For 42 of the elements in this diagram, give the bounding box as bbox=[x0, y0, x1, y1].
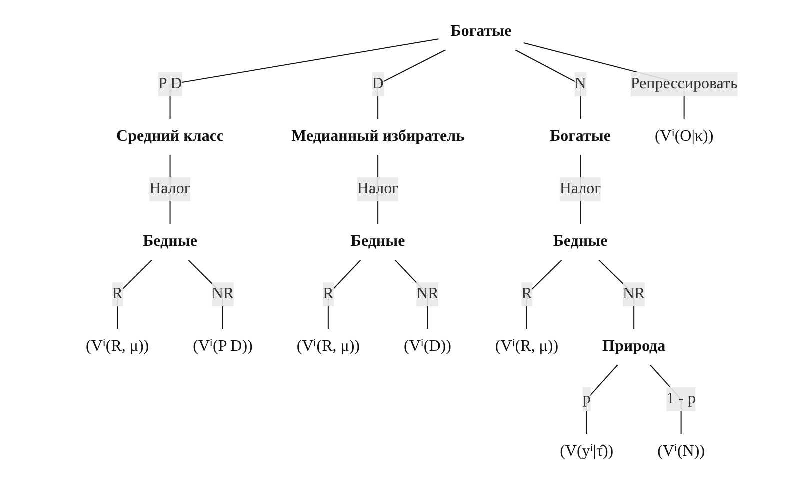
node-text: (Vⁱ(R, μ)) bbox=[495, 338, 558, 354]
edge-label: NR bbox=[622, 285, 645, 302]
connector bbox=[586, 364, 618, 434]
node-text: (Vⁱ(P D)) bbox=[192, 338, 252, 354]
node-text: (Vⁱ(R, μ)) bbox=[86, 338, 149, 354]
node-text: Бедные bbox=[552, 232, 608, 250]
edge-label: Налог bbox=[559, 180, 601, 197]
node-text: Богатые bbox=[550, 128, 611, 144]
edge-label: Налог bbox=[149, 180, 191, 197]
edge-label: NR bbox=[211, 285, 234, 302]
connector bbox=[598, 259, 634, 329]
node-text: (Vⁱ(R, μ)) bbox=[296, 338, 360, 354]
node-text: Средний класс bbox=[116, 128, 224, 144]
node-text: Бедные bbox=[142, 232, 198, 250]
edge-label: D bbox=[372, 75, 384, 92]
edge-label: Налог bbox=[356, 180, 398, 197]
node-text: (V(yⁱ|τ̂)) bbox=[560, 442, 614, 460]
edge-label: P D bbox=[158, 75, 182, 92]
node-text: (Vⁱ(O|κ)) bbox=[654, 128, 714, 144]
edge-label: p bbox=[582, 390, 590, 407]
connector bbox=[187, 259, 224, 329]
connector bbox=[328, 259, 362, 329]
connector bbox=[169, 38, 439, 119]
edge-label: Репрессировать bbox=[630, 75, 738, 92]
node-text: (Vⁱ(D)) bbox=[404, 338, 452, 354]
edge-label: R bbox=[112, 285, 123, 302]
edge-label: R bbox=[322, 285, 334, 302]
node-text: Бедные bbox=[350, 232, 405, 250]
node-text: Природа bbox=[602, 338, 666, 354]
node-text: Медианный избиратель bbox=[291, 128, 464, 144]
edge-label: 1 - p bbox=[666, 390, 696, 407]
connector bbox=[116, 259, 152, 329]
edge-label: N bbox=[574, 75, 586, 92]
edge-label: NR bbox=[416, 285, 438, 302]
connector bbox=[514, 49, 581, 119]
node-text: Богатые bbox=[450, 22, 512, 40]
node-text: (Vⁱ(N)) bbox=[657, 442, 705, 460]
edge-label: R bbox=[521, 285, 532, 302]
connector bbox=[526, 259, 562, 329]
connector bbox=[377, 49, 446, 119]
connector bbox=[522, 42, 684, 119]
connector bbox=[394, 259, 428, 329]
